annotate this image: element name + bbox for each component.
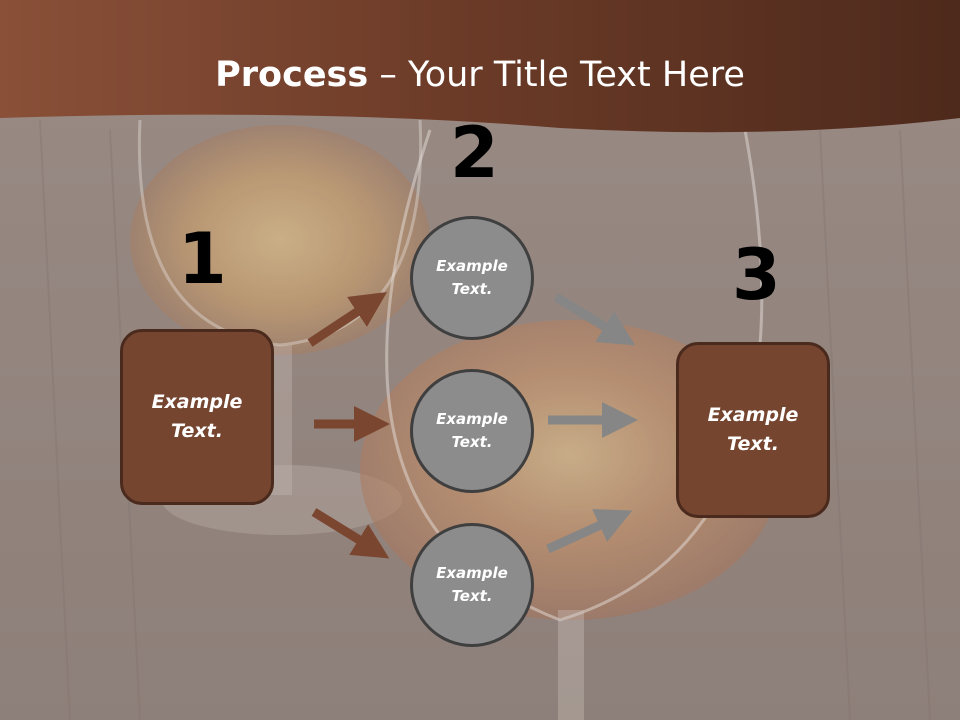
circle-middle-label: Example Text. [436, 410, 508, 451]
step-number-1: 1 [178, 218, 227, 300]
circle-top-label: Example Text. [436, 257, 508, 298]
arrow-bottom-to-right [546, 509, 633, 554]
circle-bottom-label: Example Text. [436, 564, 508, 605]
title-rest: Your Title Text Here [407, 55, 745, 95]
title-bold: Process [215, 55, 369, 95]
left-text-box[interactable]: Example Text. [120, 329, 274, 505]
title-separator: – [368, 55, 408, 95]
right-text-box[interactable]: Example Text. [676, 342, 830, 518]
arrow-left-to-bottom [311, 508, 390, 559]
arrow-left-to-top [307, 292, 388, 347]
step-number-3: 3 [732, 234, 781, 316]
step-number-2: 2 [450, 112, 499, 194]
right-box-label: Example Text. [707, 404, 799, 455]
left-box-label: Example Text. [151, 391, 243, 442]
slide-title: Process – Your Title Text Here [0, 52, 960, 98]
circle-top[interactable]: Example Text. [410, 216, 534, 340]
arrow-top-to-right [553, 293, 636, 346]
circle-middle[interactable]: Example Text. [410, 369, 534, 493]
circle-bottom[interactable]: Example Text. [410, 523, 534, 647]
